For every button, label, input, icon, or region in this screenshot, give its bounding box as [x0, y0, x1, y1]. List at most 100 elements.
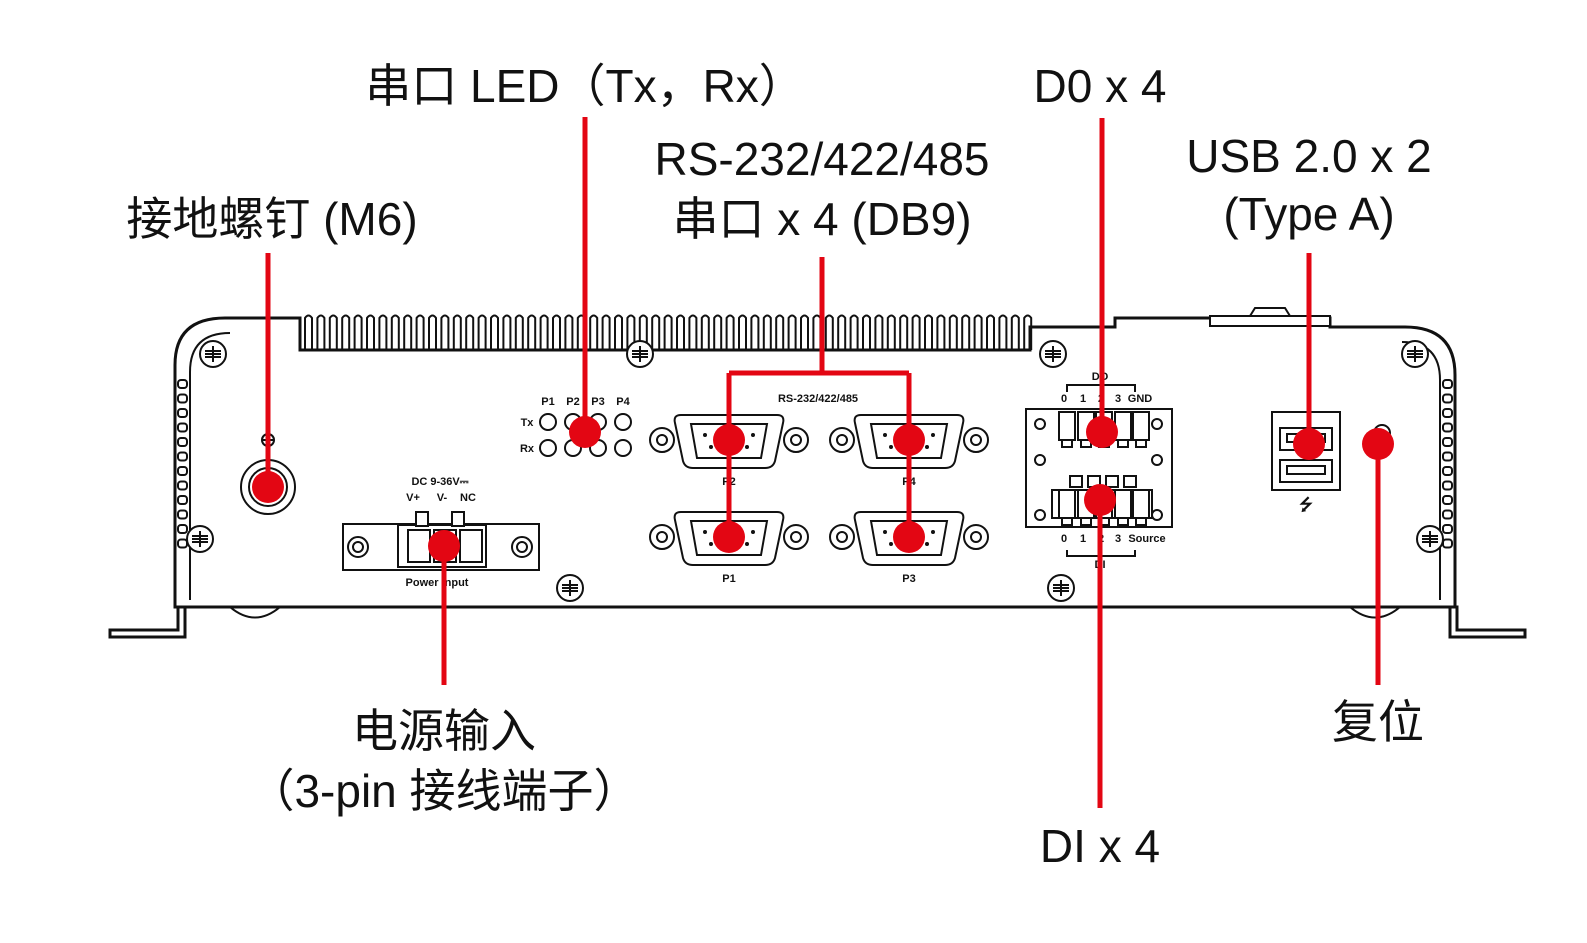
- heat-sink-fin: [378, 314, 388, 350]
- vent-slot: [177, 393, 188, 404]
- heat-sink-fin: [353, 314, 363, 350]
- power-pin-label: V+: [406, 492, 420, 504]
- dc-rating-label: DC 9-36V⎓: [411, 476, 468, 488]
- db9-p1-marker: [713, 521, 745, 553]
- db9-p3-marker: [893, 521, 925, 553]
- heat-sink-fin: [589, 314, 599, 350]
- di-callout: DI x 4: [1040, 820, 1160, 872]
- heat-sink-fin: [725, 314, 735, 350]
- vent-slot: [1442, 393, 1453, 404]
- heat-sink-fin: [490, 314, 499, 350]
- heat-sink-fin: [837, 314, 847, 350]
- heat-sink-fin: [614, 314, 623, 350]
- led-tx-label: Tx: [521, 417, 535, 429]
- heat-sink-fin: [688, 314, 698, 350]
- power-callout-line2: （3-pin 接线端子）: [248, 765, 639, 817]
- leader-lines: [265, 117, 1381, 808]
- side-vents: [177, 379, 1453, 549]
- heat-sink-fin: [1023, 314, 1033, 350]
- power-pin-label: V-: [437, 492, 448, 504]
- heat-sink-fin: [304, 314, 313, 350]
- heat-sink-fin: [973, 314, 983, 350]
- reset-callout: 复位: [1332, 696, 1424, 748]
- db9-p4-marker: [893, 424, 925, 456]
- heat-sink-fin: [452, 314, 462, 350]
- di-pin-label: 1: [1080, 533, 1086, 545]
- vent-slot: [1442, 437, 1453, 447]
- callout-labels: 串口 LED（Tx，Rx） RS-232/422/485 串口 x 4 (DB9…: [126, 60, 1431, 872]
- screw-icon: [186, 525, 214, 553]
- heat-sink-fin: [341, 314, 351, 350]
- db9-port-label: P3: [902, 573, 915, 585]
- heat-sink-fin: [762, 314, 772, 350]
- heat-sink-fin: [440, 314, 450, 350]
- screw-icon: [199, 340, 227, 368]
- heat-sink-fin: [713, 314, 723, 350]
- heat-sink-fin: [601, 314, 611, 350]
- heat-sink-fin: [638, 314, 648, 350]
- led-port-label: P3: [591, 396, 604, 408]
- vent-slot: [177, 408, 188, 418]
- heat-sink-fin: [676, 314, 685, 350]
- heat-sink-fins: [304, 314, 1033, 350]
- dio-terminal-cells: [1034, 411, 1163, 526]
- heat-sink-fin: [502, 314, 512, 350]
- screw-icon: [1401, 340, 1429, 368]
- do-pin-label: 3: [1115, 393, 1121, 405]
- led-circle: [539, 413, 557, 431]
- heat-sink-fin: [986, 314, 995, 350]
- screw-icon: [626, 340, 654, 368]
- heat-sink-fin: [862, 314, 871, 350]
- led-circle: [614, 439, 632, 457]
- heat-sink-fin: [849, 314, 859, 350]
- vent-slot: [1442, 466, 1453, 476]
- heat-sink-fin: [812, 314, 822, 350]
- power-input-marker: [428, 530, 460, 562]
- led-port-label: P1: [541, 396, 554, 408]
- vent-slot: [1442, 509, 1453, 520]
- do-callout: D0 x 4: [1034, 60, 1167, 112]
- power-input-label: Power Input: [406, 577, 469, 589]
- heat-sink-fin: [328, 314, 338, 350]
- db9-port-label: P1: [722, 573, 735, 585]
- power-pin-label: NC: [460, 492, 476, 504]
- heat-sink-fin: [316, 314, 326, 350]
- heat-sink-fin: [539, 314, 549, 350]
- heat-sink-fin: [403, 314, 413, 350]
- ground-screw-marker: [252, 471, 284, 503]
- vent-slot: [177, 524, 188, 534]
- heat-sink-fin: [911, 314, 921, 350]
- vent-slot: [177, 437, 188, 447]
- do-pin-label: 0: [1061, 393, 1067, 405]
- serial-ports-callout-line1: RS-232/422/485: [654, 133, 989, 185]
- heat-sink-fin: [552, 314, 561, 350]
- reset-marker: [1362, 428, 1394, 460]
- screw-icon: [556, 574, 584, 602]
- serial-led-callout: 串口 LED（Tx，Rx）: [365, 60, 805, 112]
- heat-sink-fin: [874, 314, 884, 350]
- usb-marker: [1293, 428, 1325, 460]
- vent-slot: [177, 509, 188, 520]
- heat-sink-fin: [775, 314, 785, 350]
- vent-slot: [177, 379, 188, 389]
- heat-sink-fin: [564, 314, 574, 350]
- heat-sink-fin: [1010, 314, 1020, 350]
- vent-slot: [1442, 495, 1453, 505]
- led-circle: [614, 413, 632, 431]
- di-pin-label: 3: [1115, 533, 1121, 545]
- vent-slot: [177, 480, 188, 491]
- vent-slot: [177, 466, 188, 476]
- vent-slot: [1442, 422, 1453, 433]
- vent-slot: [1442, 379, 1453, 389]
- heat-sink-fin: [465, 314, 475, 350]
- heat-sink-fin: [527, 314, 537, 350]
- led-port-label: P2: [566, 396, 579, 408]
- led-circle: [539, 439, 557, 457]
- usb-callout-line1: USB 2.0 x 2: [1186, 130, 1431, 182]
- heat-sink-fin: [514, 314, 524, 350]
- heat-sink-fin: [899, 314, 909, 350]
- screw-icon: [1416, 525, 1444, 553]
- do-pin-label: 1: [1080, 393, 1086, 405]
- serial-led-marker: [569, 416, 601, 448]
